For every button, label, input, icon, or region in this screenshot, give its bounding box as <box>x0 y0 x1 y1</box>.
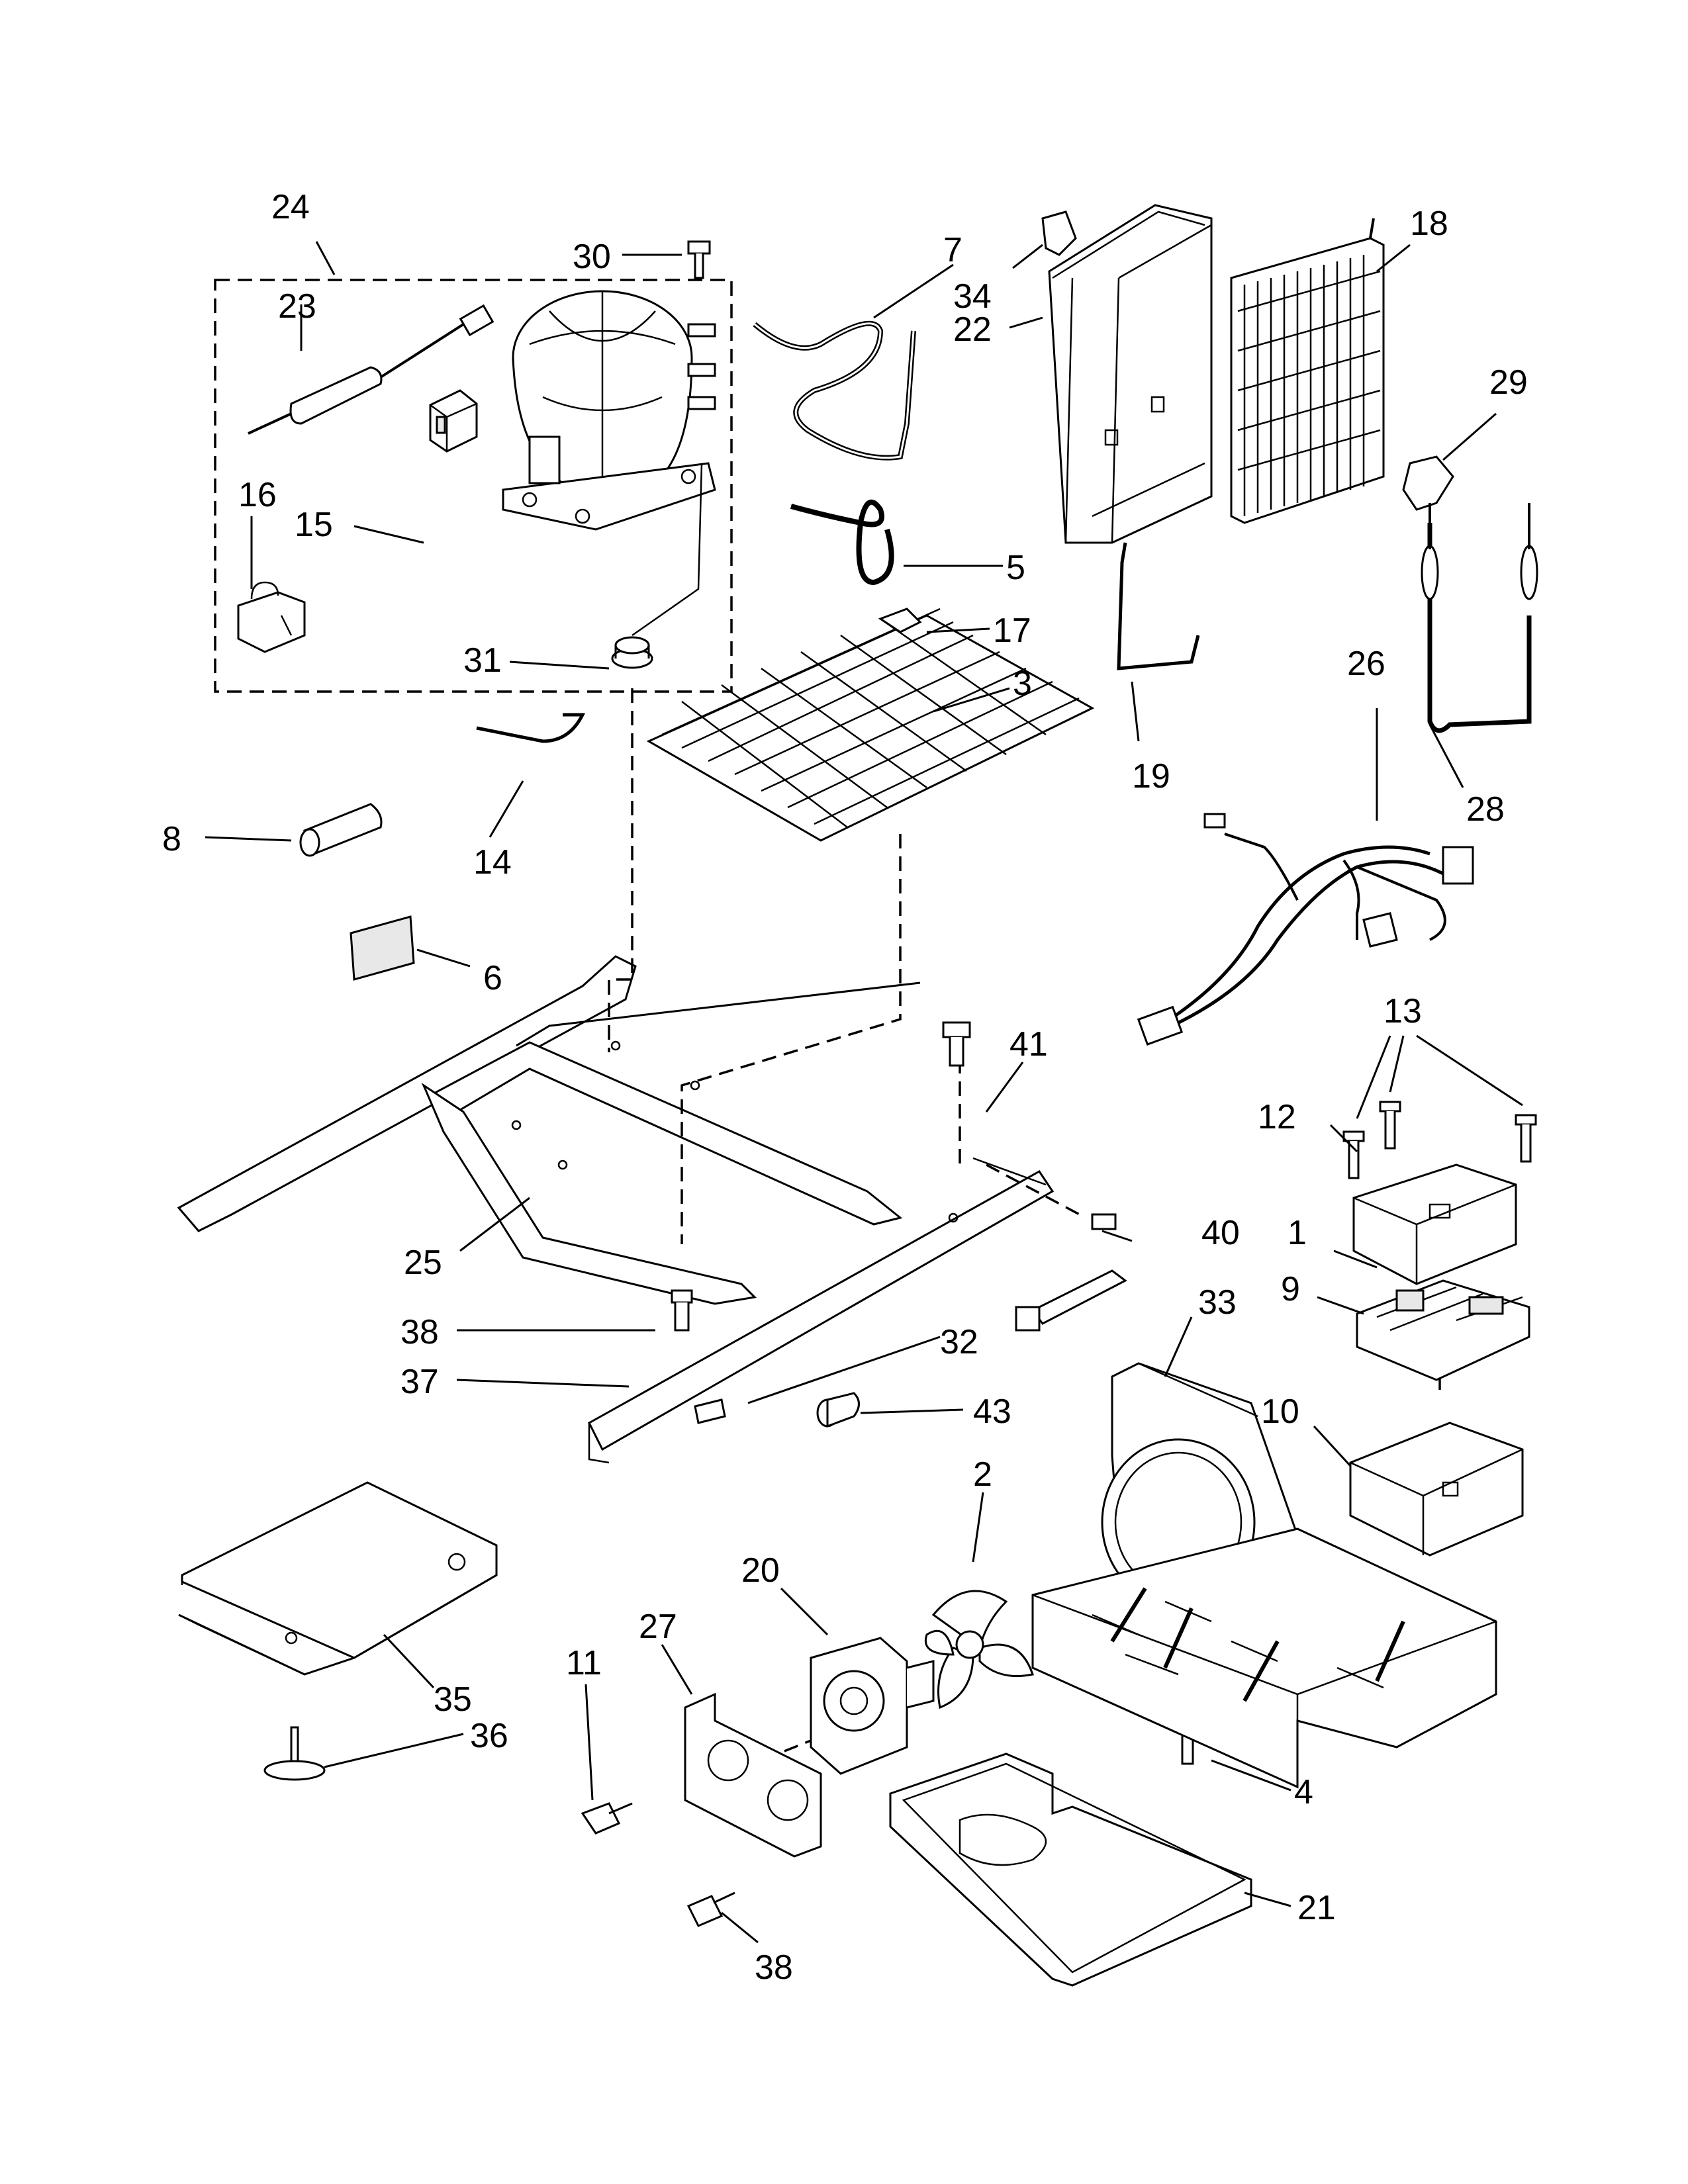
evaporator-coil <box>1230 218 1385 524</box>
callout-6: 6 <box>483 959 502 997</box>
callout-29: 29 <box>1489 363 1528 402</box>
drain-pan <box>889 1752 1252 1987</box>
callout-28: 28 <box>1466 790 1505 829</box>
callout-5: 5 <box>1006 549 1025 587</box>
callout-31: 31 <box>463 641 502 680</box>
wire-harness <box>1137 813 1474 1046</box>
callout-23: 23 <box>278 287 316 326</box>
callout-35: 35 <box>434 1680 472 1719</box>
defrost-heater <box>646 608 1095 842</box>
callout-37: 37 <box>400 1363 439 1401</box>
fan-blade <box>925 1590 1034 1709</box>
callout-43: 43 <box>973 1392 1011 1431</box>
control-board <box>1356 1279 1530 1381</box>
callout-34: 34 <box>953 277 992 316</box>
callout-11: 11 <box>566 1644 602 1682</box>
callout-40: 40 <box>1201 1214 1240 1252</box>
callout-3: 3 <box>1013 664 1032 703</box>
leader-lines <box>205 241 1523 1944</box>
callout-38b: 38 <box>755 1948 793 1987</box>
compressor-kit-group <box>214 279 733 693</box>
overload <box>237 581 306 653</box>
callout-25: 25 <box>404 1244 442 1282</box>
callout-13: 13 <box>1383 992 1422 1030</box>
callout-19: 19 <box>1132 757 1170 796</box>
plug-43 <box>816 1392 860 1428</box>
callout-36: 36 <box>470 1717 508 1755</box>
screw-38-upper <box>671 1289 693 1332</box>
leveling-foot <box>263 1726 326 1781</box>
pad-6 <box>350 915 415 981</box>
callout-26: 26 <box>1347 645 1385 683</box>
relay <box>429 389 478 453</box>
callout-30: 30 <box>573 238 611 276</box>
callouts: 24 23 30 7 34 22 18 29 16 15 5 17 3 31 1… <box>162 188 1528 1987</box>
rail-assembly <box>177 955 921 1305</box>
callout-14: 14 <box>473 843 512 882</box>
callout-41: 41 <box>1009 1025 1048 1064</box>
callout-9: 9 <box>1281 1270 1300 1308</box>
callout-8: 8 <box>162 820 181 858</box>
board-housing <box>1349 1422 1524 1557</box>
drier <box>248 304 494 435</box>
clip-34 <box>1041 210 1077 256</box>
callout-33: 33 <box>1198 1283 1237 1322</box>
callout-16: 16 <box>238 476 277 514</box>
callout-27: 27 <box>639 1608 677 1646</box>
wire-19 <box>1117 542 1200 670</box>
callout-10: 10 <box>1261 1392 1299 1431</box>
callout-4: 4 <box>1294 1773 1313 1811</box>
callout-21: 21 <box>1297 1889 1336 1927</box>
front-rail <box>588 1157 1055 1464</box>
motor-bracket <box>684 1692 822 1858</box>
clip-17 <box>878 608 922 633</box>
callout-38a: 38 <box>400 1313 439 1351</box>
bolt-30 <box>687 240 711 279</box>
callout-7: 7 <box>943 231 962 269</box>
callout-15: 15 <box>295 506 333 544</box>
callout-20: 20 <box>741 1551 780 1590</box>
callout-24: 24 <box>271 188 310 226</box>
tube-28 <box>1421 503 1538 733</box>
callout-17: 17 <box>993 612 1031 650</box>
clip-29 <box>1402 455 1454 511</box>
screw-41 <box>942 1021 971 1067</box>
callout-32: 32 <box>940 1323 978 1361</box>
screw-11 <box>581 1802 633 1835</box>
tie-strap <box>1015 1269 1127 1332</box>
callout-12: 12 <box>1258 1098 1296 1136</box>
tube-5 <box>790 499 894 586</box>
cover-panel <box>178 1481 498 1676</box>
tube-7 <box>753 320 916 461</box>
grommet <box>611 636 653 669</box>
fan-motor <box>810 1637 935 1775</box>
screw-32 <box>694 1213 1117 1424</box>
screw-13 <box>1342 1101 1537 1179</box>
base-plate <box>1031 1527 1497 1789</box>
callout-1: 1 <box>1288 1214 1307 1252</box>
compressor <box>502 290 716 531</box>
evaporator-shroud <box>1048 204 1213 544</box>
screw-38-lower <box>686 1891 735 1927</box>
control-cover <box>1352 1163 1517 1285</box>
callout-22: 22 <box>953 310 992 349</box>
bracket-14 <box>476 713 586 743</box>
callout-2: 2 <box>973 1455 992 1494</box>
roller-8 <box>299 803 383 857</box>
callout-18: 18 <box>1410 205 1448 243</box>
